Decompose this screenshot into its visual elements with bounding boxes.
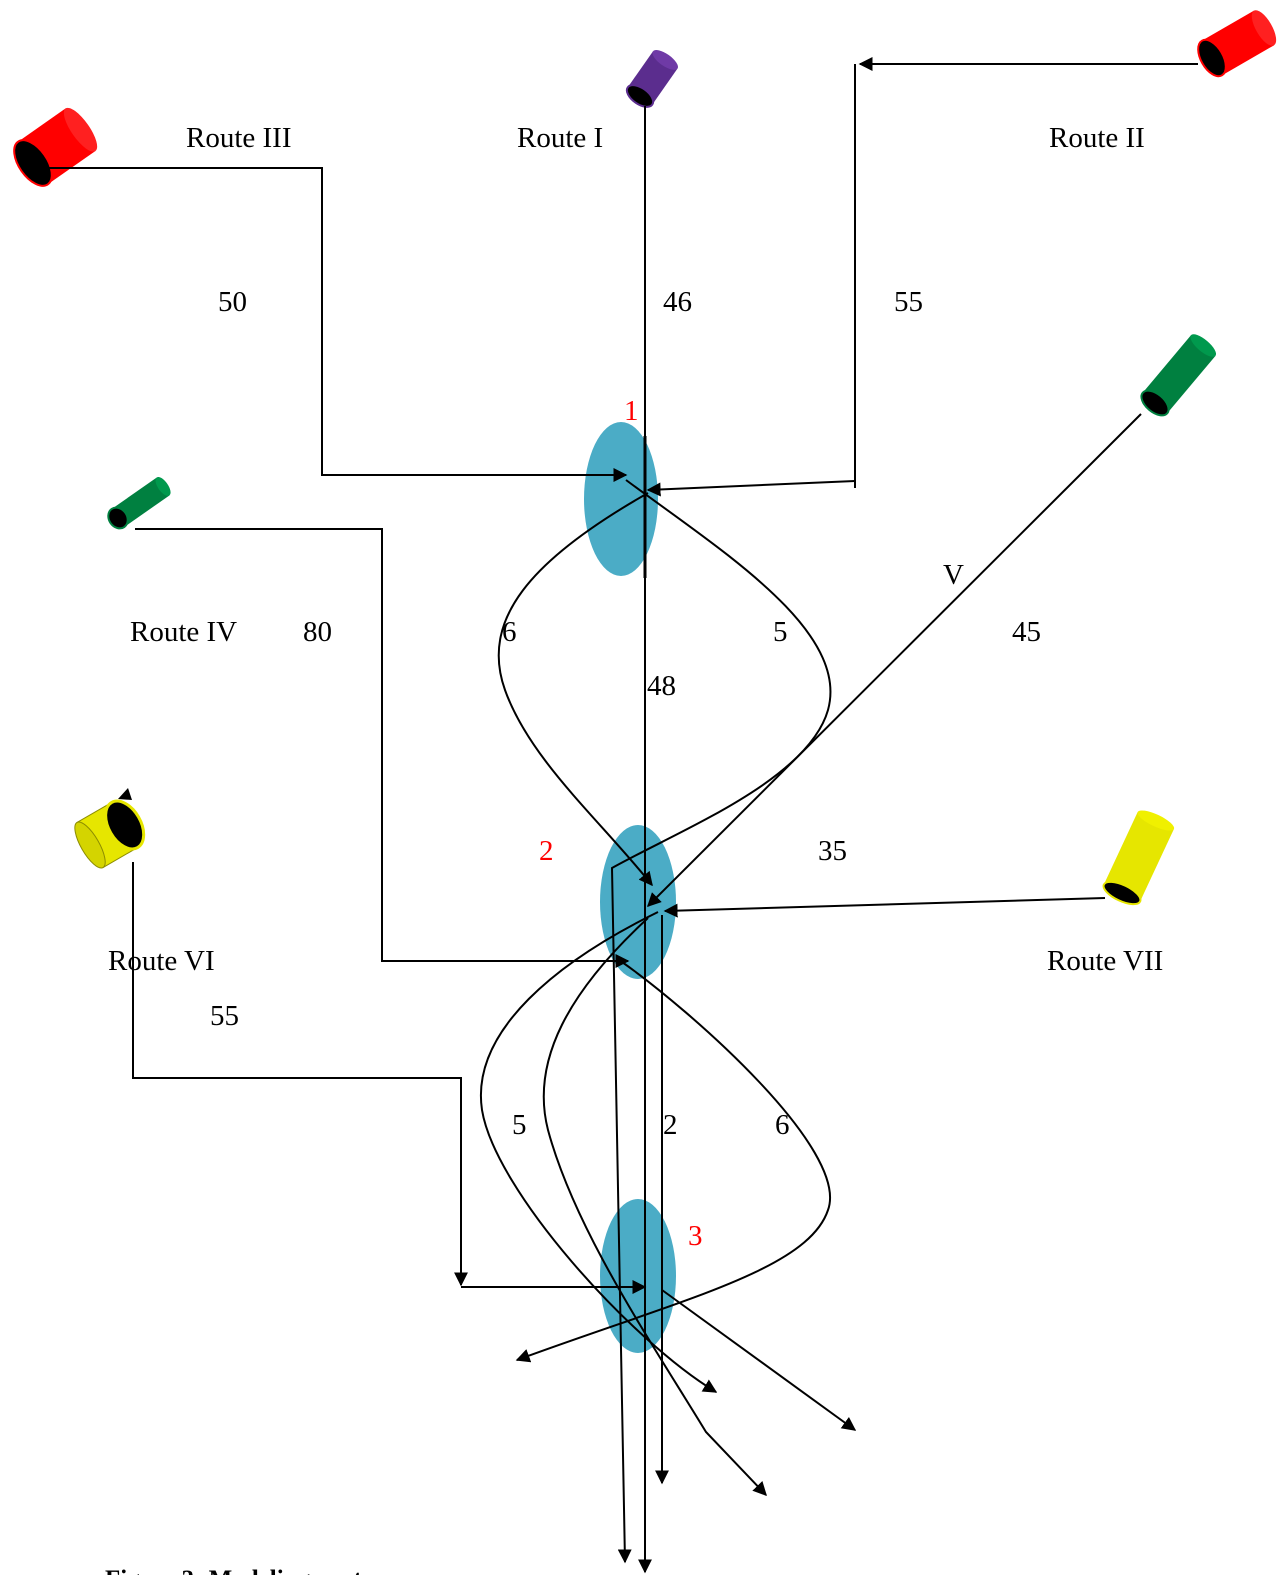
source-route-vi [74,788,146,869]
source-route-vii [1102,810,1175,906]
edge-label-n2-left-loop: 5 [512,1109,527,1141]
n2-right-loop [515,961,831,1363]
edge-label-route-iv: 80 [303,616,332,648]
route-vii-line [663,897,1106,918]
source-route-v [1140,334,1217,417]
edge-label-route-ii: 55 [894,286,923,318]
edge-label-route-iii: 50 [218,286,247,318]
n2-left-loop [479,911,718,1393]
source-route-i [625,50,678,108]
edge-label-n1-right-loop: 5 [773,616,788,648]
source-route-iii [13,107,98,187]
n1-right-loop [610,479,832,1564]
n3-right-out [661,1289,857,1431]
route-v-line [647,413,1142,907]
route-iii-label: Route III [186,122,292,154]
figure-caption: Figure 3: Modeling routes [105,1566,383,1575]
edge-label-route-vi: 55 [210,1000,239,1032]
edge-label-route-v: 45 [1012,616,1041,648]
route-vii-label: Route VII [1047,945,1163,977]
node-1-label: 1 [624,395,639,427]
source-route-ii [1197,10,1277,78]
edge-label-route-i: 46 [663,286,692,318]
route-vi-label: Route VI [108,945,215,977]
node-1-ellipse [584,422,658,576]
route-iii-line [40,167,628,482]
edge-label-n2-to-n3: 2 [663,1109,678,1141]
route-ii-line-in [646,480,856,497]
edge-label-n2-right-loop: 6 [775,1109,790,1141]
node-3-label: 3 [688,1220,703,1252]
route-iv-label: Route IV [130,616,237,648]
route-vi-line [132,862,468,1287]
route-iv-line [135,528,630,968]
n1-left-loop [497,492,653,887]
route-i-label: Route I [517,122,603,154]
edge-label-n1-to-n2: 48 [647,670,676,702]
source-route-iv [107,476,171,530]
edge-label-route-vii: 35 [818,835,847,867]
route-ii-label: Route II [1049,122,1145,154]
node-2-label: 2 [539,835,554,867]
edge-label-n1-left-loop: 6 [502,616,517,648]
route-v-label: V [943,559,964,591]
n2-left-loop-2 [542,917,767,1497]
